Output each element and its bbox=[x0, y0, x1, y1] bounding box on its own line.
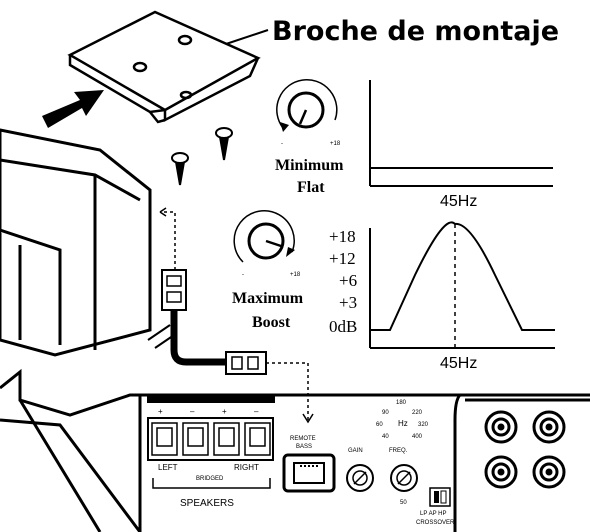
terminal-sign: + bbox=[158, 407, 163, 416]
freq-label: FREQ. bbox=[389, 448, 408, 454]
crossover-switch[interactable] bbox=[429, 487, 451, 507]
rca-jack bbox=[484, 455, 518, 489]
dashed-line-housing bbox=[160, 211, 176, 270]
remote-bass-port[interactable] bbox=[282, 453, 336, 493]
svg-text:400: 400 bbox=[412, 434, 423, 440]
graph-flat bbox=[369, 80, 553, 187]
rca-jack bbox=[532, 410, 566, 444]
db-label: +18 bbox=[329, 227, 356, 246]
rca-jacks bbox=[484, 410, 566, 489]
remote-knob-housing bbox=[0, 128, 152, 357]
remote-bass-label: BASS bbox=[296, 444, 312, 450]
screw-left bbox=[171, 152, 189, 186]
insert-arrow-icon bbox=[42, 90, 104, 128]
screw-right bbox=[215, 127, 233, 161]
db-labels: +18 +12 +6 +3 0dB bbox=[329, 227, 357, 336]
knob-min-line2: Flat bbox=[297, 179, 325, 196]
knob-max-line1: Maximum bbox=[232, 290, 304, 307]
gain-label: GAIN bbox=[348, 448, 363, 454]
terminal-sign: + bbox=[222, 407, 227, 416]
mounting-bracket bbox=[67, 10, 261, 124]
db-label: +3 bbox=[339, 293, 357, 312]
flat-freq-label: 45Hz bbox=[440, 193, 477, 210]
left-label: LEFT bbox=[158, 463, 178, 472]
cable-break-mark bbox=[147, 324, 178, 349]
knob-maximum: - +18 bbox=[233, 210, 301, 278]
knob-min-line1: Minimum bbox=[275, 157, 344, 174]
bridged-label: BRIDGED bbox=[196, 476, 224, 482]
gain-knob[interactable] bbox=[346, 464, 374, 492]
rca-jack bbox=[532, 455, 566, 489]
svg-text:220: 220 bbox=[412, 410, 423, 416]
svg-text:40: 40 bbox=[382, 434, 389, 440]
crossover-label: CROSSOVER bbox=[416, 520, 455, 526]
boost-freq-label: 45Hz bbox=[440, 355, 477, 372]
amplifier-panel bbox=[0, 368, 590, 532]
right-label: RIGHT bbox=[234, 463, 259, 472]
arrowhead-icon bbox=[159, 207, 167, 217]
svg-text:60: 60 bbox=[376, 422, 383, 428]
speaker-terminal-block bbox=[147, 395, 275, 461]
terminal-sign: – bbox=[190, 407, 195, 416]
arrowhead-down-icon bbox=[302, 413, 314, 424]
svg-text:90: 90 bbox=[382, 410, 389, 416]
svg-text:-: - bbox=[281, 141, 283, 147]
bracket-line bbox=[152, 478, 271, 489]
connector-top bbox=[161, 269, 187, 311]
title-label: Broche de montaje bbox=[272, 16, 559, 47]
svg-text:50: 50 bbox=[400, 500, 407, 506]
switch-positions-label: LP AP HP bbox=[420, 511, 446, 517]
knob-minimum: - +18 bbox=[276, 78, 341, 147]
terminal-sign: – bbox=[254, 407, 259, 416]
knob-max-line2: Boost bbox=[252, 314, 291, 331]
db-label: +6 bbox=[339, 271, 357, 290]
svg-text:+18: +18 bbox=[290, 272, 301, 278]
remote-bass-label: REMOTE bbox=[290, 436, 316, 442]
speakers-label: SPEAKERS bbox=[180, 498, 234, 509]
svg-text:+18: +18 bbox=[330, 141, 341, 147]
freq-scale: 180 90 220 60 320 40 400 50 bbox=[376, 400, 429, 506]
cable bbox=[170, 310, 226, 366]
dashed-line-port bbox=[266, 362, 309, 420]
graph-boost bbox=[369, 221, 555, 349]
connector-bottom bbox=[225, 351, 267, 375]
db-label: +12 bbox=[329, 249, 356, 268]
svg-text:180: 180 bbox=[396, 400, 407, 406]
svg-text:-: - bbox=[242, 272, 244, 278]
boost-response-curve bbox=[370, 221, 555, 331]
hz-label: Hz bbox=[398, 419, 408, 428]
db-label: 0dB bbox=[329, 317, 357, 336]
rca-jack bbox=[484, 410, 518, 444]
svg-text:320: 320 bbox=[418, 422, 429, 428]
freq-knob[interactable] bbox=[390, 464, 418, 492]
